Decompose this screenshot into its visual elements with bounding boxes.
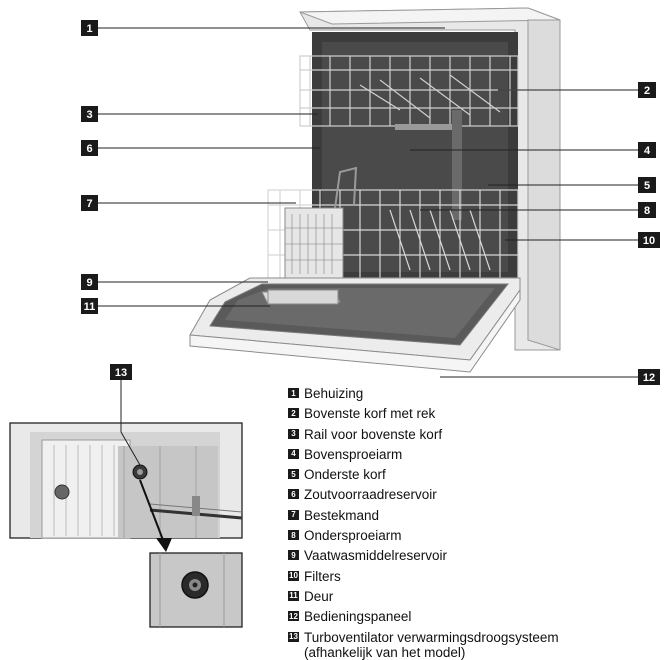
callout-2: 2 [638, 82, 656, 98]
legend-label: Bovenste korf met rek [304, 406, 436, 422]
callout-12: 12 [638, 369, 660, 385]
dishwasher-illustration [189, 7, 561, 373]
legend-label: Bedieningspaneel [304, 609, 412, 625]
leader-lines [98, 27, 638, 466]
callout-10: 10 [638, 232, 660, 248]
legend-item: 11 Deur [288, 589, 668, 609]
legend-item: 9 Vaatwasmiddelreservoir [288, 548, 668, 568]
legend-number-badge: 7 [288, 509, 299, 520]
legend-item: 7 Bestekmand [288, 508, 668, 528]
legend-number-badge: 6 [288, 489, 299, 500]
legend-item: 8 Ondersproeiarm [288, 528, 668, 548]
turbo-fan-inset [9, 422, 243, 628]
callout-11: 11 [81, 298, 98, 314]
legend-item: 2 Bovenste korf met rek [288, 406, 668, 426]
callout-6: 6 [81, 140, 98, 156]
legend-label: Onderste korf [304, 467, 386, 483]
callout-badges: 1 3 6 7 9 11 2 4 5 8 10 12 13 [81, 20, 660, 385]
legend-label: Vaatwasmiddelreservoir [304, 548, 448, 564]
legend-label: Bovensproeiarm [304, 446, 403, 462]
svg-text:12: 12 [643, 372, 655, 384]
legend-item: 4 Bovensproeiarm [288, 447, 668, 467]
callout-5: 5 [638, 177, 656, 193]
callout-4: 4 [638, 142, 656, 158]
svg-text:8: 8 [644, 205, 650, 217]
legend-label: Turboventilator verwarmingsdroogsysteem … [304, 629, 559, 660]
svg-text:10: 10 [643, 235, 655, 247]
legend-number-badge: 10 [288, 570, 299, 581]
legend-number-badge: 9 [288, 550, 299, 561]
legend-item: 1 Behuizing [288, 386, 668, 406]
callout-7: 7 [81, 195, 98, 211]
legend-label: Rail voor bovenste korf [304, 426, 443, 442]
legend-item: 5 Onderste korf [288, 467, 668, 487]
legend-number-badge: 13 [288, 631, 299, 642]
legend-item: 10 Filters [288, 569, 668, 589]
legend-item: 6 Zoutvoorraadreservoir [288, 487, 668, 507]
legend-number-badge: 4 [288, 448, 299, 459]
legend-number-badge: 3 [288, 428, 299, 439]
legend-item: 3 Rail voor bovenste korf [288, 427, 668, 447]
callout-8: 8 [638, 202, 656, 218]
svg-text:7: 7 [86, 198, 92, 210]
callout-13: 13 [110, 364, 132, 380]
svg-text:1: 1 [86, 23, 92, 35]
callout-1: 1 [81, 20, 98, 36]
legend-label: Zoutvoorraadreservoir [304, 487, 437, 503]
legend-label: Ondersproeiarm [304, 528, 402, 544]
svg-text:2: 2 [644, 85, 650, 97]
svg-text:5: 5 [644, 180, 650, 192]
legend-label: Deur [304, 588, 334, 604]
parts-legend: 1 Behuizing 2 Bovenste korf met rek 3 Rail vo… [288, 386, 668, 660]
svg-text:4: 4 [644, 145, 651, 157]
legend-number-badge: 11 [288, 590, 299, 601]
legend-label: Filters [304, 568, 341, 584]
legend-number-badge: 5 [288, 469, 299, 480]
legend-item: 13 Turboventilator verwarmingsdroogsystee… [288, 630, 668, 660]
legend-item: 12 Bedieningspaneel [288, 609, 668, 629]
callout-3: 3 [81, 106, 98, 122]
svg-text:9: 9 [86, 277, 92, 289]
legend-label: Behuizing [304, 386, 364, 401]
svg-text:3: 3 [86, 109, 92, 121]
legend-number-badge: 12 [288, 611, 299, 622]
callout-9: 9 [81, 274, 98, 290]
svg-text:11: 11 [84, 301, 96, 313]
legend-number-badge: 8 [288, 530, 299, 541]
legend-number-badge: 1 [288, 388, 299, 398]
legend-label: Bestekmand [304, 507, 380, 523]
svg-text:6: 6 [86, 143, 92, 155]
svg-text:13: 13 [115, 367, 127, 379]
legend-number-badge: 2 [288, 408, 299, 419]
